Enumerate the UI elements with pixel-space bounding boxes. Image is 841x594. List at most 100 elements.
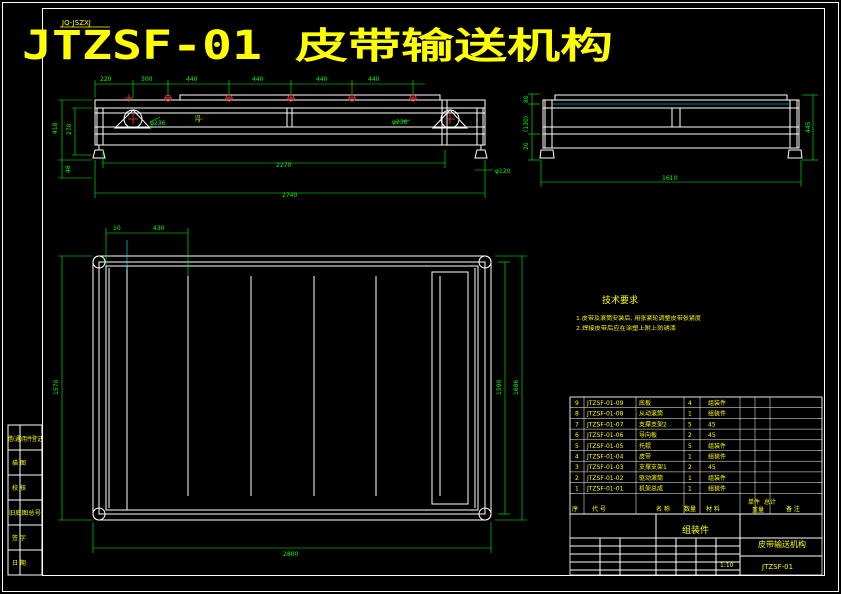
bom-cell-qty: 1 [688, 486, 692, 493]
bom-cell-mat: 组装件 [708, 410, 726, 418]
stamp-tracing: 描 图 [12, 459, 26, 467]
dim-height-270: 270 [66, 123, 73, 135]
bom-cell-name: 皮带 [639, 453, 651, 461]
dim-25: 25 [195, 114, 202, 122]
bom-cell-qty: 2 [688, 464, 692, 471]
dim-top-440a: 440 [186, 76, 198, 83]
bom-header: 序 代 号 名 称 数量 材 料 单件 总计 重量 备 注 [572, 498, 800, 514]
bom-header-name: 名 称 [656, 505, 670, 513]
dim-top-300: 300 [141, 76, 153, 83]
plan-dimension-lines [58, 228, 527, 553]
dim-plan-right-height2: 1686 [513, 380, 520, 395]
bom-cell-name: 托辊 [639, 442, 651, 450]
dim-side-80: 80 [523, 95, 530, 103]
side-dimension-lines [528, 93, 818, 187]
bom-cell-name: 支撑支架2 [639, 420, 667, 428]
dim-top-440d: 440 [368, 76, 380, 83]
bom-cell-no: 8 [575, 411, 579, 418]
bom-cell-no: 5 [575, 443, 579, 450]
bom-cell-code: JTZSF-01-09 [586, 400, 624, 407]
bom-cell-mat: 组装件 [708, 485, 726, 493]
bom-cell-qty: 5 [688, 443, 692, 450]
bom-cell-name: 底板 [639, 399, 651, 407]
bom-cell-name: 驱动滚筒 [639, 474, 663, 482]
drawing-title-code: JTZSF-01 [22, 23, 262, 69]
bom-cell-name: 导向板 [639, 431, 657, 439]
bom-cell-qty: 5 [688, 421, 692, 428]
dim-drum-dia-left: φ236 [150, 120, 166, 127]
drawing-title-name: 皮带输送机构 [295, 26, 613, 67]
bom-cell-code: JTZSF-01-04 [586, 454, 624, 461]
dim-plan-10: 10 [113, 225, 121, 232]
dim-plan-left-height: 1570 [53, 380, 60, 395]
dim-top-440b: 440 [252, 76, 264, 83]
bom-cell-no: 4 [575, 454, 579, 461]
bom-header-qty: 数量 [684, 505, 696, 513]
stamp-signature: 签 字 [12, 534, 26, 542]
stamp-checking: 校 核 [12, 484, 26, 492]
bom-cell-code: JTZSF-01-06 [586, 432, 624, 439]
bom-cell-mat: 组装件 [708, 474, 726, 482]
plan-view: 10 430 1570 1590 1686 2800 [53, 225, 527, 558]
technical-requirements: 技术要求 1.皮带及滚筒安装后, 用张紧轮调整皮带张紧度 2.焊接皮带后应在涂塑… [576, 294, 702, 332]
dim-side-445: 445 [805, 121, 812, 133]
revision-stamp-column: 借(通)用件登记 描 图 校 核 旧底图总号 签 字 日 期 [7, 424, 43, 576]
front-dimension-lines [58, 80, 493, 198]
bom-cell-no: 7 [575, 421, 579, 428]
bom-cell-name: 从动滚筒 [639, 410, 663, 418]
dim-top-220: 220 [100, 76, 112, 83]
dim-side-130: (130) [523, 116, 530, 132]
bom-cell-mat: 45 [708, 432, 716, 439]
stamp-old-number: 旧底图总号 [9, 509, 41, 517]
bom-cell-name: 机架总成 [639, 485, 663, 493]
bom-cell-qty: 1 [688, 411, 692, 418]
drawing-code-small: JQ-JSZXJ [61, 19, 91, 27]
tech-heading: 技术要求 [602, 294, 638, 306]
bom-cell-code: JTZSF-01-03 [586, 464, 624, 471]
title-block-scale: 1:10 [720, 562, 734, 569]
bom-cell-mat: 组装件 [708, 453, 726, 461]
dim-foot-phi120: φ120 [495, 168, 511, 175]
bom-header-unit-wt: 单件 [748, 498, 760, 506]
dim-side-width: 1610 [662, 175, 677, 182]
bom-cell-no: 6 [575, 432, 579, 439]
stamp-borrowed: 借(通)用件登记 [8, 435, 42, 443]
bom-header-weight: 重量 [752, 506, 764, 514]
stamp-date: 日 期 [12, 559, 26, 567]
bom-cell-qty: 1 [688, 454, 692, 461]
bom-cell-mat: 45 [708, 421, 716, 428]
dim-length-2740: 2740 [282, 192, 297, 199]
bom-cell-mat: 组装件 [708, 442, 726, 450]
bom-cell-qty: 1 [688, 475, 692, 482]
tech-line-2: 2.焊接皮带后应在涂塑上附上防锈漆 [576, 324, 677, 332]
dim-plan-430: 430 [153, 225, 165, 232]
dim-length-2270: 2270 [276, 162, 291, 169]
bom-cell-code: JTZSF-01-05 [586, 443, 624, 450]
dim-height-48: 48 [65, 165, 72, 173]
bom-header-total-wt: 总计 [764, 498, 776, 506]
dim-side-20: 20 [523, 142, 530, 150]
sheet-inner-frame [42, 8, 825, 576]
tech-line-1: 1.皮带及滚筒安装后, 用张紧轮调整皮带张紧度 [576, 314, 702, 322]
roller-center-marks [125, 94, 455, 124]
bom-header-material: 材 料 [706, 505, 720, 513]
bom-cell-code: JTZSF-01-08 [586, 411, 624, 418]
title-block: 组装件 皮带输送机构 1:10 JTZSF-01 [570, 513, 822, 575]
bom-cell-no: 9 [575, 400, 579, 407]
bom-header-note: 备 注 [786, 505, 800, 513]
bom-cell-no: 3 [575, 464, 579, 471]
assembly-label: 组装件 [682, 524, 709, 536]
dim-plan-length: 2800 [283, 551, 298, 558]
bom-cell-mat: 组装件 [708, 399, 726, 407]
dim-drum-dia-right: φ236 [392, 119, 408, 126]
dim-top-440c: 440 [316, 76, 328, 83]
front-elevation-view: 220 300 440 440 440 440 418 270 48 φ236 … [52, 76, 511, 199]
bom-cell-code: JTZSF-01-02 [586, 475, 624, 482]
bom-cell-qty: 4 [688, 400, 692, 407]
dim-plan-right-height1: 1590 [496, 380, 503, 395]
title-block-name: 皮带输送机构 [758, 539, 806, 549]
bom-cell-no: 1 [575, 486, 579, 493]
bom-cell-mat: 45 [708, 464, 716, 471]
